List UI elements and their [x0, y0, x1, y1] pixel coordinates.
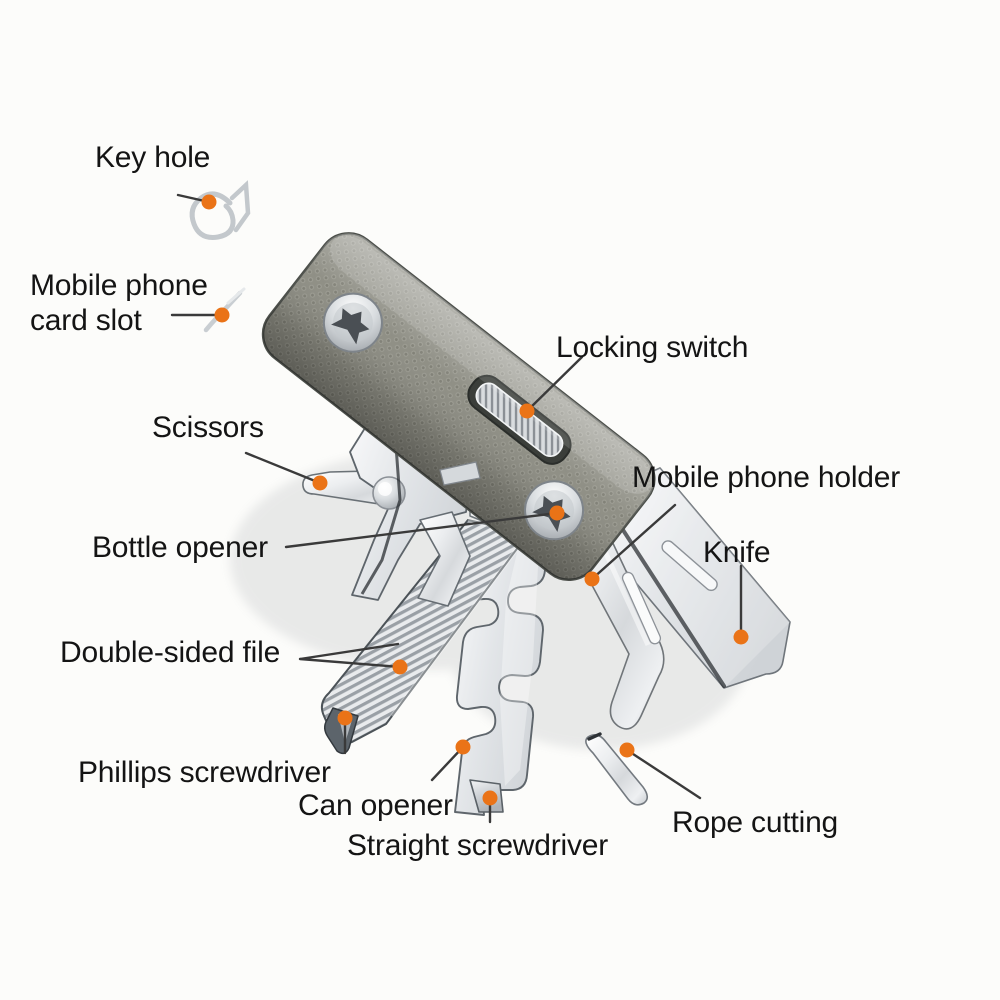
callout-label-mobile-phone-holder: Mobile phone holder — [632, 461, 901, 494]
marker-locking-switch — [519, 403, 535, 419]
locking-switch-slot — [467, 374, 572, 465]
multitool-handle — [261, 232, 656, 582]
callout-label-bottle-opener: Bottle opener — [92, 531, 268, 564]
callout-label-can-opener: Can opener — [298, 789, 453, 822]
marker-scissors — [312, 475, 328, 491]
leader-line-bottle-opener — [284, 511, 559, 549]
callout-markers — [201, 194, 749, 806]
leader-line-scissors — [244, 451, 322, 485]
tool-scissors — [302, 403, 471, 607]
leader-line-locking-switch — [525, 355, 584, 413]
callout-label-phillips-screwdriver: Phillips screwdriver — [78, 756, 331, 789]
callout-label-locking-switch: Locking switch — [556, 331, 749, 364]
feature-key-hole — [189, 180, 251, 240]
leader-line-rope-cutting — [625, 748, 702, 800]
marker-mobile-phone-card-slot — [214, 307, 230, 323]
marker-bottle-opener — [549, 505, 565, 521]
leader-line-can-opener — [430, 745, 465, 782]
marker-mobile-phone-holder — [584, 571, 600, 587]
marker-key-hole — [201, 194, 217, 210]
callout-label-scissors: Scissors — [152, 411, 264, 444]
callout-label-knife: Knife — [703, 536, 771, 569]
marker-double-sided-file — [392, 659, 408, 675]
marker-phillips-screwdriver — [337, 710, 353, 726]
handle-liner-tab — [439, 461, 481, 486]
leader-line-double-sided-file — [298, 642, 402, 669]
marker-can-opener — [455, 739, 471, 755]
leader-lines — [170, 193, 743, 824]
marker-rope-cutting — [619, 742, 635, 758]
leader-line-mobile-phone-holder — [590, 503, 677, 581]
marker-knife — [733, 629, 749, 645]
callout-label-mobile-phone-card-slot: Mobile phone card slot — [30, 269, 208, 337]
callout-label-rope-cutting: Rope cutting — [672, 806, 839, 839]
callout-label-key-hole: Key hole — [95, 141, 211, 174]
torx-screw-top — [322, 292, 383, 353]
marker-straight-screwdriver — [482, 790, 498, 806]
callout-label-straight-screwdriver: Straight screwdriver — [347, 829, 609, 862]
tool-rope-cutting — [585, 732, 649, 806]
callout-label-double-sided-file: Double-sided file — [60, 636, 281, 669]
